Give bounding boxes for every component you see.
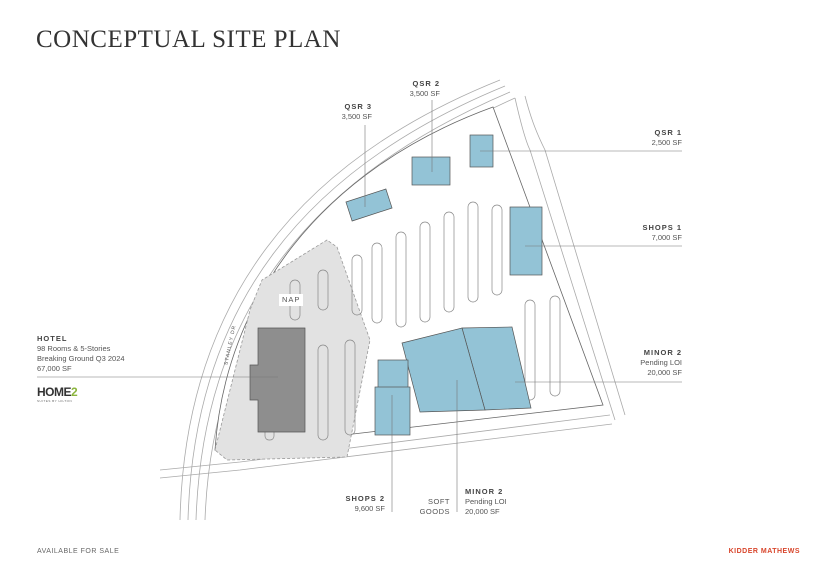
logo-number: 2 bbox=[71, 385, 78, 399]
qsr1-size: 2,500 SF bbox=[651, 138, 682, 147]
leader-lines bbox=[37, 100, 682, 512]
shops2-building-b bbox=[374, 386, 411, 436]
qsr3-name: QSR 3 bbox=[344, 102, 372, 111]
qsr2-building bbox=[411, 156, 451, 186]
shops2-size: 9,600 SF bbox=[354, 504, 385, 513]
logo-text: HOME bbox=[37, 385, 72, 399]
qsr3-size: 3,500 SF bbox=[341, 112, 372, 121]
shops2-building-a bbox=[377, 359, 409, 389]
shops1-size: 7,000 SF bbox=[651, 233, 682, 242]
roads bbox=[159, 79, 626, 521]
minor2-bottom-status: Pending LOI bbox=[465, 497, 507, 506]
shops1-building bbox=[509, 206, 543, 276]
footer-brand: KIDDER MATHEWS bbox=[728, 548, 800, 555]
qsr3-building bbox=[345, 188, 393, 222]
logo-tagline: SUITES BY HILTON bbox=[37, 399, 73, 403]
hotel-name: HOTEL bbox=[37, 334, 68, 343]
footer-available: AVAILABLE FOR SALE bbox=[37, 548, 120, 555]
soft-goods-line2: GOODS bbox=[419, 507, 450, 516]
hotel-building bbox=[249, 327, 306, 433]
minor2-bottom-size: 20,000 SF bbox=[465, 507, 500, 516]
qsr2-size: 3,500 SF bbox=[409, 89, 440, 98]
parking bbox=[264, 201, 561, 441]
minor2-bottom-name: MINOR 2 bbox=[465, 487, 504, 496]
nap-label: NAP bbox=[279, 294, 304, 306]
page-title: CONCEPTUAL SITE PLAN bbox=[36, 26, 341, 53]
qsr2-name: QSR 2 bbox=[412, 79, 440, 88]
shops1-name: SHOPS 1 bbox=[642, 223, 682, 232]
minor2-name: MINOR 2 bbox=[643, 348, 682, 357]
minor2-status: Pending LOI bbox=[640, 358, 682, 367]
hotel-size: 67,000 SF bbox=[37, 364, 72, 373]
qsr1-name: QSR 1 bbox=[654, 128, 682, 137]
soft-goods-line1: SOFT bbox=[428, 497, 450, 506]
hotel-rooms: 98 Rooms & 5-Stories bbox=[37, 344, 111, 353]
soft-goods-building bbox=[401, 327, 486, 413]
hotel-schedule: Breaking Ground Q3 2024 bbox=[37, 354, 125, 363]
minor2-size: 20,000 SF bbox=[647, 368, 682, 377]
shops2-name: SHOPS 2 bbox=[345, 494, 385, 503]
